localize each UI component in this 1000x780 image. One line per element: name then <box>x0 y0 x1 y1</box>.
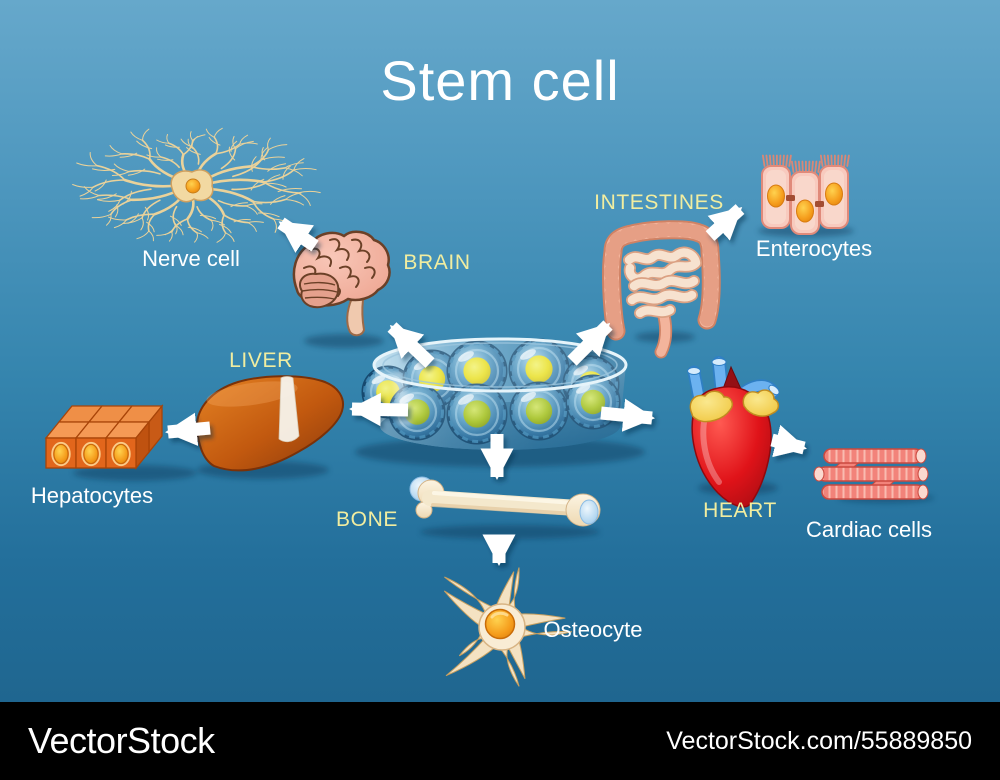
nerve-cell-label: Nerve cell <box>142 246 240 271</box>
liver-icon <box>195 375 344 472</box>
arrow-dish-to-liver <box>349 392 409 427</box>
watermark-text: VectorStock.com/55889850 <box>666 726 972 755</box>
bone-label: BONE <box>336 508 398 531</box>
arrow-intestines-to-enterocytes <box>705 204 745 241</box>
arrow-liver-to-hepatocytes <box>165 412 211 446</box>
brain-label: BRAIN <box>403 251 471 274</box>
osteocyte-icon <box>443 567 573 687</box>
intestines-label: INTESTINES <box>594 191 724 214</box>
arrow-brain-to-nerve-cell <box>277 217 319 253</box>
liver-label: LIVER <box>229 349 293 372</box>
neuron-icon <box>72 127 321 243</box>
heart-label: HEART <box>703 499 777 522</box>
bone-icon <box>409 476 601 527</box>
neuron-nucleus <box>185 178 201 194</box>
hepatocytes-label: Hepatocytes <box>30 483 154 508</box>
enterocytes-label: Enterocytes <box>755 236 873 261</box>
footer-bar: VectorStock VectorStock.com/55889850 <box>0 702 1000 780</box>
cardiac-cells-label: Cardiac cells <box>806 517 932 542</box>
arrow-dish-to-brain <box>387 322 435 368</box>
osteocyte-label: Osteocyte <box>543 617 643 642</box>
vectorstock-logo: VectorStock <box>28 720 215 761</box>
arrow-heart-to-cardiac <box>770 424 807 458</box>
cardiac-muscle-icon <box>813 448 929 500</box>
petri-dish-stem-cells-icon <box>361 337 628 450</box>
arrow-dish-to-intestines <box>567 320 613 366</box>
hepatocytes-icon <box>44 404 164 470</box>
arrow-dish-to-heart <box>600 398 655 432</box>
enterocytes-icon <box>761 154 850 235</box>
intestines-icon <box>602 220 721 359</box>
heart-icon <box>687 356 780 508</box>
arrows <box>165 204 807 566</box>
page-title: Stem cell <box>380 49 620 112</box>
brain-icon <box>292 230 391 337</box>
